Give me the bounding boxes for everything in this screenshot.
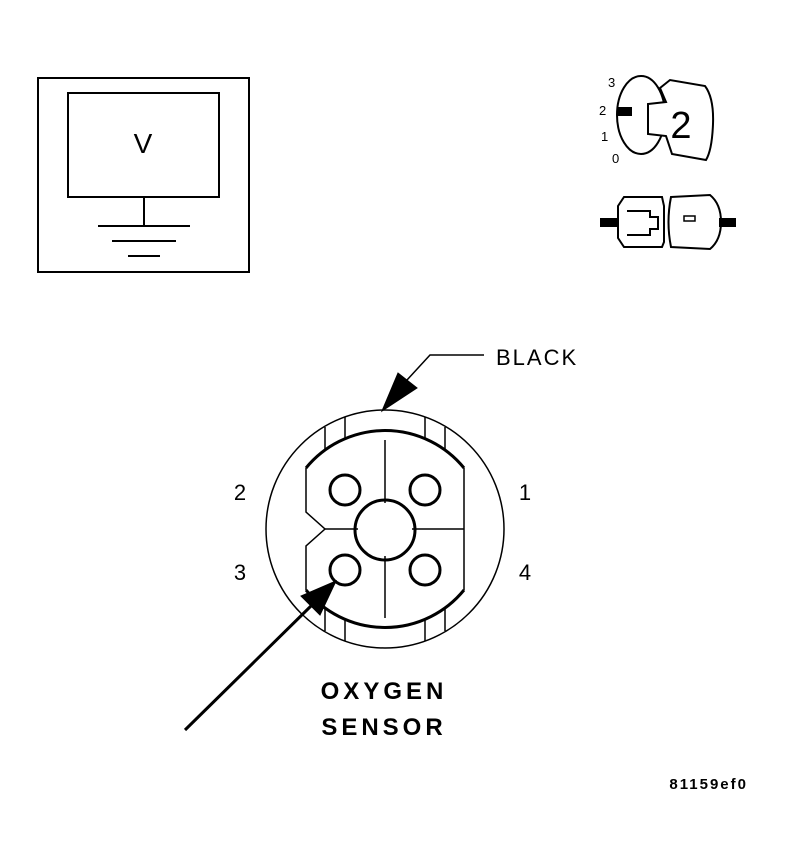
title-line-1: OXYGEN: [321, 678, 448, 705]
figure-id: 81159ef0: [669, 776, 748, 793]
probe-arrow: [183, 580, 338, 732]
ignition-position-3: 3: [608, 75, 615, 90]
voltmeter-frame: [37, 77, 250, 273]
pin-label-2: 2: [234, 480, 246, 505]
disconnected-connector-icon: [600, 193, 736, 251]
ground-icon: [98, 225, 190, 257]
pin-label-3: 3: [234, 560, 246, 585]
pin-cavity-1: [408, 473, 442, 507]
pin-cavity-2: [328, 473, 362, 507]
pin-label-1: 1: [519, 480, 531, 505]
color-leader-arrow: [380, 354, 484, 413]
ignition-position-1: 1: [601, 129, 608, 144]
pin-cavity-4: [408, 553, 442, 587]
ignition-key-icon: [616, 75, 715, 162]
voltmeter-symbol: [37, 77, 250, 273]
ignition-key-label: 2: [670, 105, 691, 147]
voltmeter-label: V: [134, 128, 153, 159]
ignition-position-0: 0: [612, 151, 619, 166]
connector-color-label: BLACK: [496, 345, 578, 370]
title-line-2: SENSOR: [321, 714, 446, 741]
oxygen-sensor-connector: [265, 409, 505, 649]
ignition-position-2: 2: [599, 103, 606, 118]
pin-label-4: 4: [519, 560, 531, 585]
pin-cavity-3: [328, 553, 362, 587]
